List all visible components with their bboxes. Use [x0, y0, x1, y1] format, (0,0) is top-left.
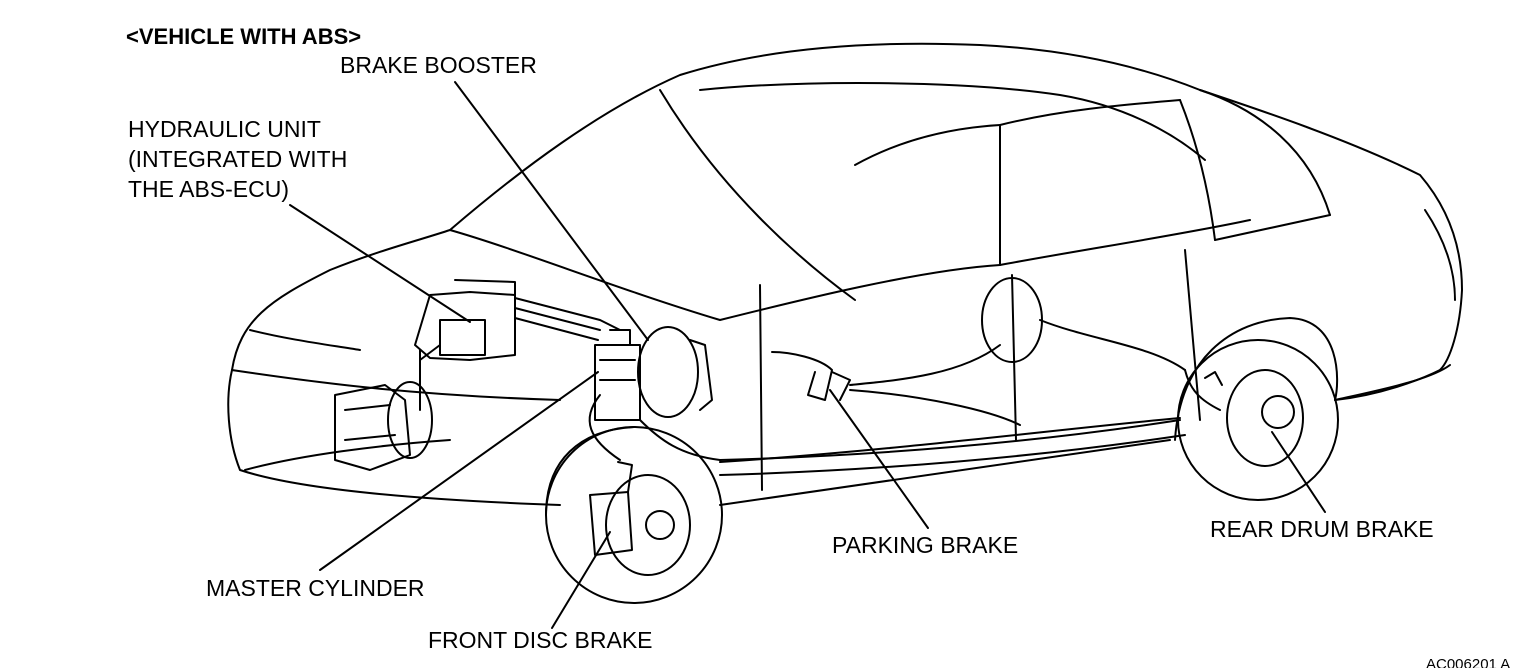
- label-rear-drum-brake: REAR DRUM BRAKE: [1210, 516, 1434, 542]
- label-hydraulic-unit-line3: THE ABS-ECU): [128, 176, 290, 202]
- left-front-caliper-drawing: [334, 381, 433, 471]
- parking-brake-drawing: [771, 351, 851, 401]
- leader-master-cylinder: [319, 371, 599, 571]
- leader-brake-booster: [454, 81, 649, 341]
- front-disc-brake-drawing: [589, 461, 691, 576]
- label-parking-brake: PARKING BRAKE: [832, 532, 1019, 558]
- leader-lines: [289, 81, 1326, 629]
- diagram-heading: <VEHICLE WITH ABS>: [126, 24, 362, 49]
- label-brake-booster: BRAKE BOOSTER: [340, 52, 537, 78]
- label-hydraulic-unit-line2: (INTEGRATED WITH: [128, 146, 348, 172]
- leader-parking-brake: [829, 389, 929, 529]
- leader-front-disc-brake: [551, 531, 611, 629]
- brake-lines: [588, 319, 1223, 463]
- label-front-disc-brake: FRONT DISC BRAKE: [428, 627, 653, 653]
- leader-hydraulic-unit: [289, 204, 471, 323]
- car-body: [227, 42, 1463, 604]
- rear-drum-brake-drawing: [981, 277, 1304, 467]
- leader-rear-drum-brake: [1271, 431, 1326, 513]
- hydraulic-unit-drawing: [414, 279, 621, 411]
- figure-code: AC006201 A: [1426, 656, 1511, 668]
- master-cylinder-drawing: [594, 329, 641, 421]
- label-master-cylinder: MASTER CYLINDER: [206, 575, 425, 601]
- label-hydraulic-unit-line1: HYDRAULIC UNIT: [128, 116, 321, 142]
- brake-booster-drawing: [637, 326, 713, 418]
